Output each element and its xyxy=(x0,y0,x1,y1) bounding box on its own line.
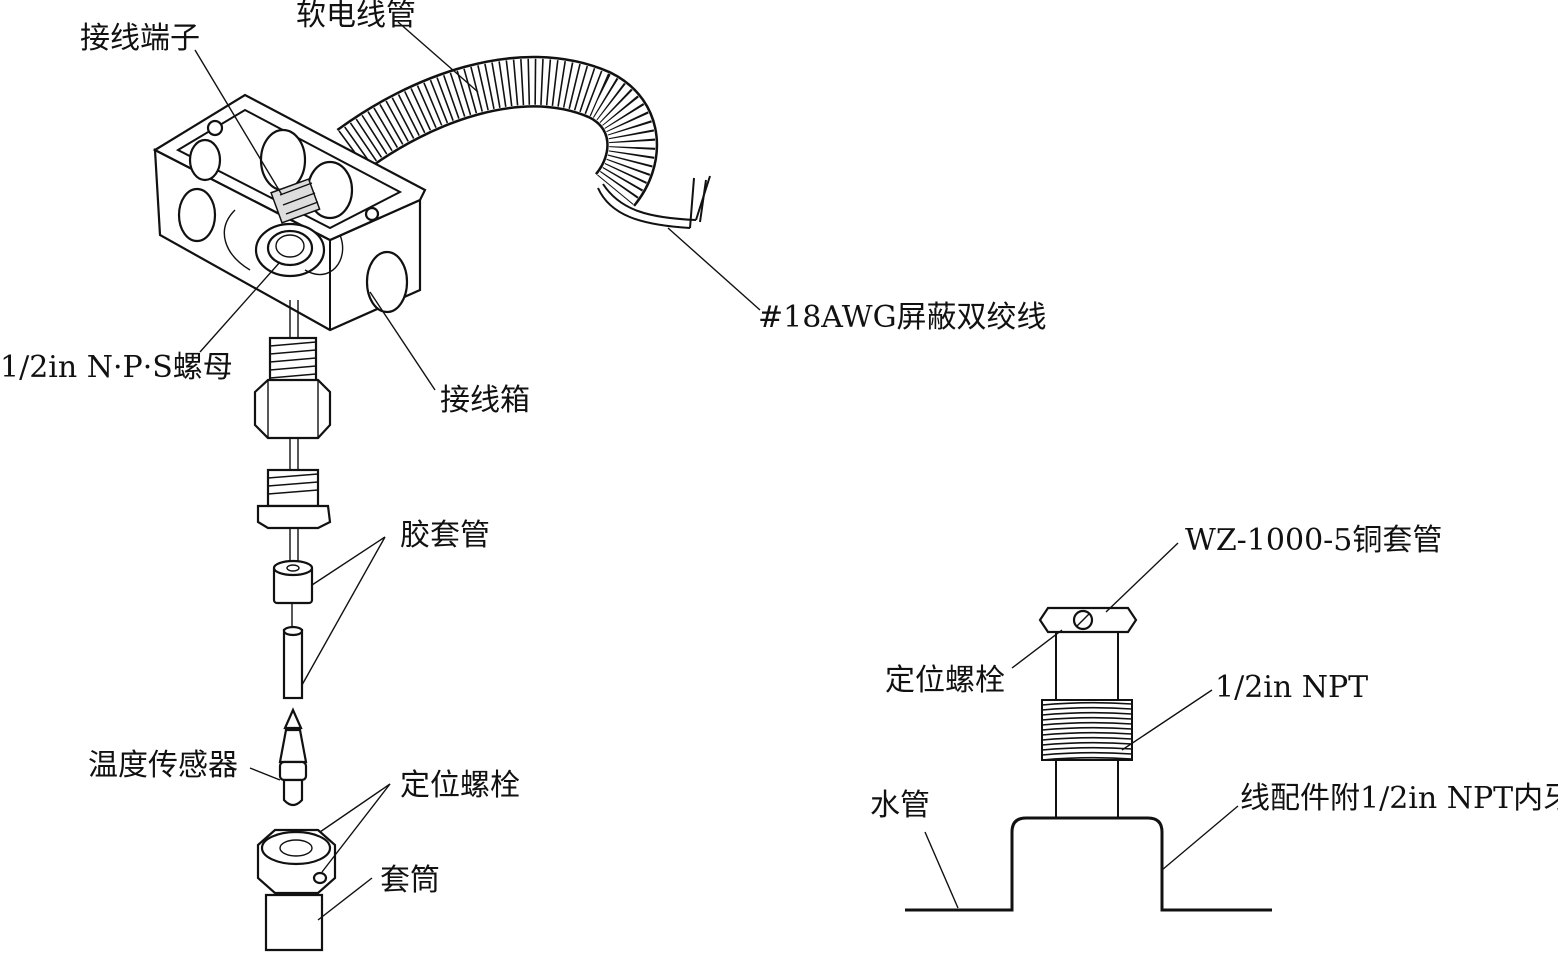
label-rubber-sleeve: 胶套管 xyxy=(400,518,490,553)
rubber-sleeve-long xyxy=(282,625,304,700)
label-locating-bolt-left: 定位螺栓 xyxy=(400,768,520,803)
rubber-sleeve-short xyxy=(272,559,314,630)
label-wire: #18AWG屏蔽双绞线 xyxy=(758,300,1047,335)
label-sleeve: 套筒 xyxy=(380,863,440,898)
label-npt: 1/2in NPT xyxy=(1215,670,1368,705)
sleeve-assembly xyxy=(256,828,337,952)
label-junction-box: 接线箱 xyxy=(440,383,530,418)
flexible-conduit xyxy=(336,55,659,207)
label-nut: 1/2in N·P·S螺母 xyxy=(0,350,233,385)
label-conduit: 软电线管 xyxy=(296,0,416,33)
leader-lines xyxy=(194,21,1239,921)
label-temp-sensor: 温度传感器 xyxy=(88,748,238,783)
label-locating-bolt-right: 定位螺栓 xyxy=(885,663,1005,698)
threaded-fitting xyxy=(253,336,332,470)
shielded-wire xyxy=(597,175,711,229)
junction-box xyxy=(152,93,427,332)
temperature-sensor xyxy=(278,707,308,807)
label-terminal: 接线端子 xyxy=(80,21,200,56)
compression-nut xyxy=(256,468,332,565)
label-fitting: 线配件附1/2in NPT内牙 xyxy=(1240,781,1558,816)
pipe-installation xyxy=(905,606,1272,912)
stem-wires xyxy=(289,300,299,338)
label-copper-sleeve: WZ-1000-5铜套管 xyxy=(1185,523,1442,558)
label-water-pipe: 水管 xyxy=(870,788,930,823)
